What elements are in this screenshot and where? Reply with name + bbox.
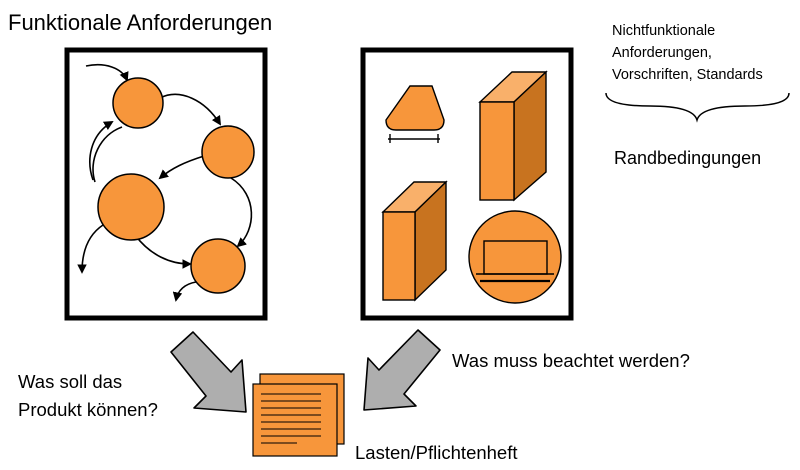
block-shape-bottom [381,180,448,302]
function-node [190,238,246,294]
product-question-line: Was soll das [18,371,123,392]
block-shape-top [478,70,548,202]
functional-flow [77,64,253,302]
document-label: Lasten/Pflichtenheft [355,442,518,463]
product-question-line: Produkt können? [18,399,158,420]
constraints-frame [360,47,574,321]
function-node [97,173,165,241]
nonfunctional-line: Vorschriften, Standards [612,67,763,83]
nonfunctional-line: Nichtfunktionale [612,23,716,39]
brace-icon [605,92,790,123]
triangle-shape [385,85,445,143]
arrow-left-icon [170,331,247,413]
function-node [112,77,164,129]
functional-title: Funktionale Anforderungen [8,10,273,35]
observe-question: Was muss beachtet werden? [452,350,690,371]
constraints-label: Randbedingungen [614,148,762,168]
functional-nodes [97,77,255,294]
product-question: Was soll das Produkt können? [18,368,158,424]
arrow-right-icon [363,329,441,411]
nonfunctional-label: Nichtfunktionale Anforderungen, Vorschri… [612,20,763,86]
function-node [201,125,255,179]
document-lines-icon [261,393,321,444]
round-shape [468,210,562,304]
document-stack-icon [252,373,345,457]
functional-frame [64,47,268,321]
nonfunctional-line: Anforderungen, [612,45,712,61]
